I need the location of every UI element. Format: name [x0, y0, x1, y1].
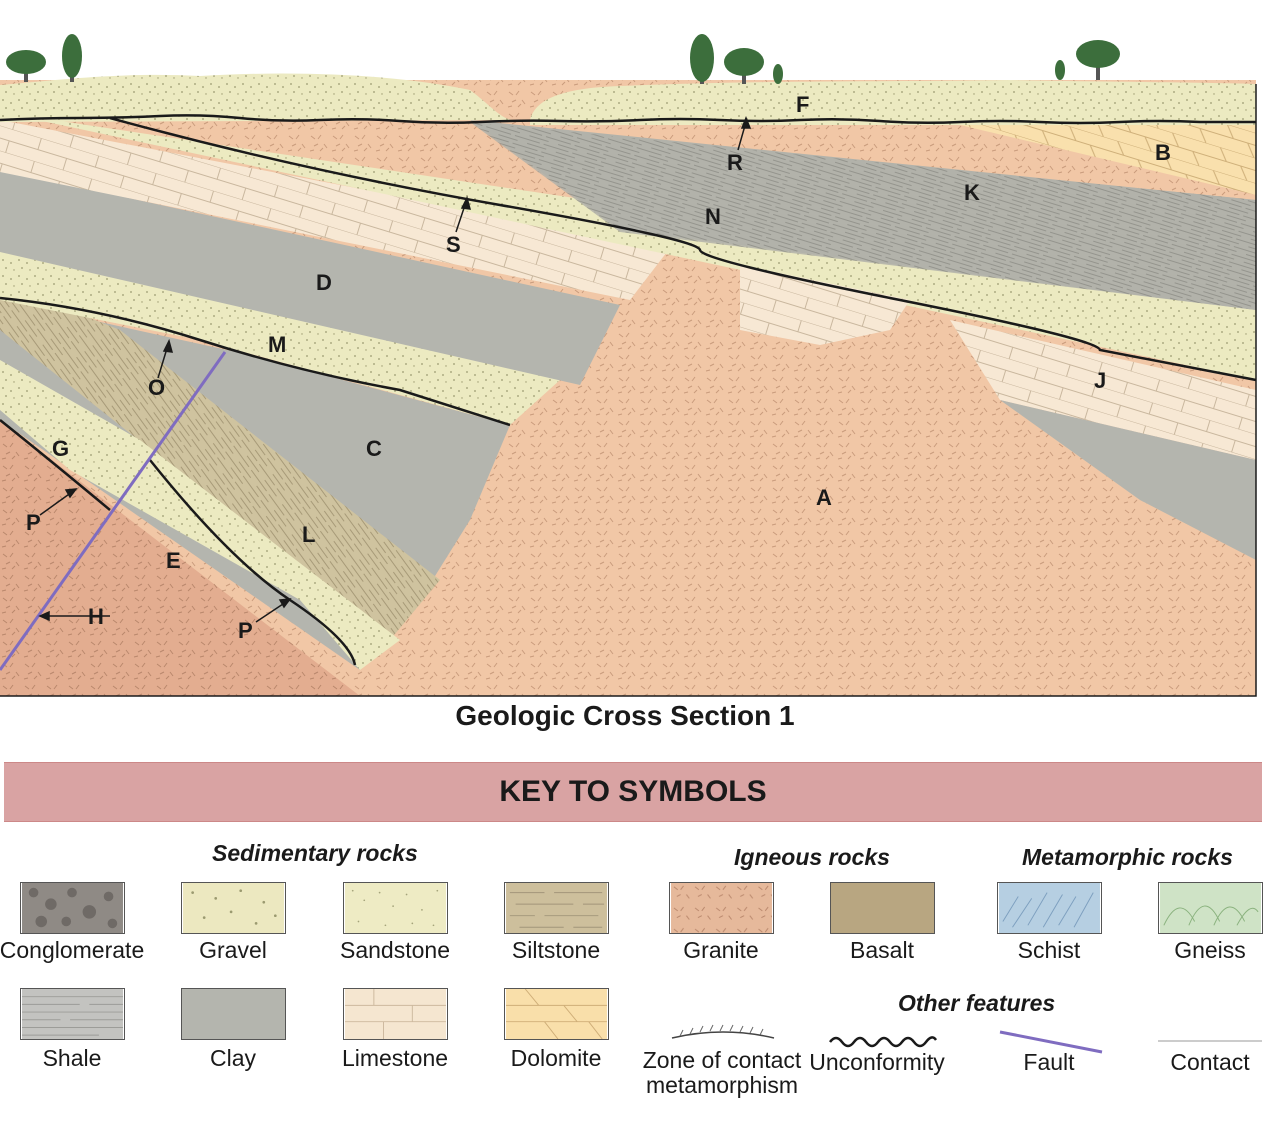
- geologic-cross-section: F R B K N S D M O G P E H P L C A J: [0, 34, 1257, 697]
- label-O: O: [148, 375, 165, 400]
- swatch-schist: [997, 882, 1102, 934]
- swatch-siltstone: [504, 882, 609, 934]
- caption-fault: Fault: [1023, 1049, 1075, 1075]
- contact-icon: [1158, 1040, 1262, 1042]
- label-A: A: [816, 485, 832, 510]
- swatch-gravel: [181, 882, 286, 934]
- caption-shale: Shale: [42, 1045, 102, 1071]
- caption-siltstone: Siltstone: [511, 937, 601, 963]
- label-D: D: [316, 270, 332, 295]
- swatch-granite: [669, 882, 774, 934]
- swatch-conglomerate: [20, 882, 125, 934]
- group-igneous: Igneous rocks: [734, 844, 890, 870]
- caption-schist: Schist: [1017, 937, 1081, 963]
- contact-metamorphism-icon: [671, 1024, 775, 1039]
- swatch-shale: [20, 988, 125, 1040]
- fault-icon: [999, 1030, 1103, 1054]
- unconformity-icon: [829, 1036, 938, 1048]
- label-C: C: [366, 436, 382, 461]
- label-K: K: [964, 180, 980, 205]
- caption-gneiss: Gneiss: [1174, 937, 1246, 963]
- label-M: M: [268, 332, 286, 357]
- swatch-clay: [181, 988, 286, 1040]
- figure-title: Geologic Cross Section 1: [455, 700, 795, 731]
- swatch-sandstone: [343, 882, 448, 934]
- caption-sandstone: Sandstone: [340, 937, 450, 963]
- label-N: N: [705, 204, 721, 229]
- group-metamorphic: Metamorphic rocks: [1022, 844, 1233, 870]
- group-sedimentary: Sedimentary rocks: [212, 840, 418, 866]
- caption-gravel: Gravel: [199, 937, 267, 963]
- caption-contact: Contact: [1170, 1049, 1250, 1075]
- caption-clay: Clay: [209, 1045, 256, 1071]
- tree-icon: [6, 34, 1120, 84]
- swatch-gneiss: [1158, 882, 1263, 934]
- caption-basalt: Basalt: [850, 937, 914, 963]
- label-G: G: [52, 436, 69, 461]
- swatch-limestone: [343, 988, 448, 1040]
- caption-dolomite: Dolomite: [510, 1045, 602, 1071]
- swatch-basalt: [830, 882, 935, 934]
- caption-conglomerate: Conglomerate: [0, 937, 145, 963]
- label-P-right: P: [238, 618, 253, 643]
- label-J: J: [1094, 368, 1106, 393]
- caption-granite: Granite: [683, 937, 759, 963]
- label-F: F: [796, 92, 809, 117]
- group-other: Other features: [898, 990, 1056, 1016]
- label-P-left: P: [26, 510, 41, 535]
- label-S: S: [446, 232, 461, 257]
- swatch-dolomite: [504, 988, 609, 1040]
- caption-limestone: Limestone: [341, 1045, 449, 1071]
- caption-unconformity: Unconformity: [809, 1049, 945, 1075]
- label-L: L: [302, 522, 315, 547]
- section-labels: F R B K N S D M O G P E H P L C A J: [26, 92, 1171, 643]
- key-heading: KEY TO SYMBOLS: [4, 762, 1262, 822]
- caption-contact-metamorphism: Zone of contact metamorphism: [642, 1047, 802, 1098]
- label-B: B: [1155, 140, 1171, 165]
- label-R: R: [727, 150, 743, 175]
- label-E: E: [166, 548, 181, 573]
